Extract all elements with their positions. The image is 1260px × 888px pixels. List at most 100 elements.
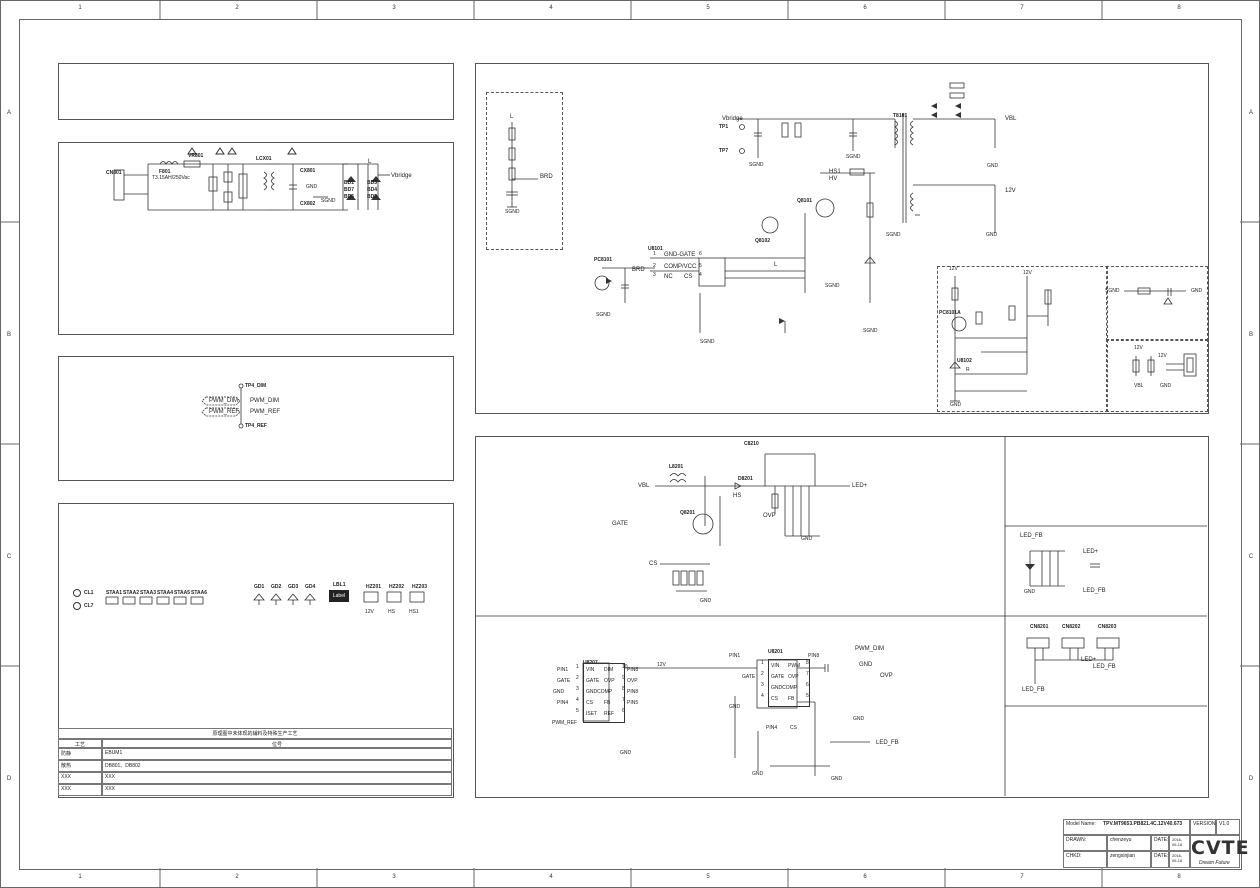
testpoint-ref: TP1 — [719, 124, 729, 130]
net-sgnd: SGND — [825, 283, 840, 289]
regulator-ref: U8102 — [957, 358, 972, 364]
opto-ref: PC8101A — [939, 310, 961, 316]
cap-ref: CX801 — [300, 168, 316, 174]
net-sgnd: SGND — [886, 232, 901, 238]
gnd-pad-ref: GD3 — [288, 584, 299, 590]
mark-ref: CL7 — [84, 603, 94, 609]
ic-pin: VIN — [771, 663, 780, 669]
net-gnd: GND — [831, 776, 843, 782]
net-pin1: PIN1 — [729, 653, 741, 659]
net-12v: 12V — [657, 662, 666, 668]
pad-ref: STAA6 — [191, 590, 208, 596]
net-vbl: VBL — [1005, 116, 1017, 122]
aux-conn-block — [1106, 339, 1208, 412]
ic-pin: OVP — [604, 678, 615, 684]
brd-wires — [506, 122, 538, 208]
ic-pin-num: 6 — [622, 708, 625, 714]
regulator-pin: R — [966, 367, 970, 373]
net-sgnd: SGND — [749, 162, 764, 168]
company-logo: CVTE — [1191, 837, 1250, 859]
tp-label: TP4_REF — [245, 423, 267, 429]
date-value: 2016-06-16 — [1169, 835, 1190, 851]
gnd-pad-ref: GD4 — [305, 584, 316, 590]
fuse-rating: T3.15AH/250Vac — [152, 175, 190, 181]
pad-ref: STAA3 — [140, 590, 157, 596]
ic-pin-num: 8 — [622, 686, 625, 692]
brd-subblock — [486, 92, 563, 250]
ic-pin-num: 10 — [622, 664, 628, 670]
row-letter: D — [1248, 776, 1254, 782]
pad-ref: STAA2 — [123, 590, 140, 596]
ic-pin-num: 3 — [761, 682, 764, 688]
ic-pin-num: 2 — [653, 263, 656, 269]
heatsink-ref: HZ203 — [412, 584, 428, 590]
pad-ref: STAA4 — [157, 590, 174, 596]
net-ext: PIN8 — [627, 667, 639, 673]
input-stage-wires — [113, 147, 390, 211]
process-col-header: 位号 — [102, 739, 452, 748]
ic-pin-num: 3 — [653, 272, 656, 278]
net-cs: CS — [649, 561, 658, 567]
net-ovp: OVP — [880, 673, 893, 679]
net-gate: GATE — [612, 521, 628, 527]
mosfet-ref: Q8201 — [680, 510, 696, 516]
pad-ref: STAA1 — [106, 590, 123, 596]
net-pin4: PIN4 — [766, 725, 778, 731]
net-gnd: GND — [729, 704, 741, 710]
pwm-wires — [201, 383, 244, 429]
flyback-block — [475, 63, 1209, 414]
process-cell: XXX — [58, 772, 102, 784]
empty-block — [58, 63, 454, 120]
cap-ref: C8210 — [744, 441, 759, 447]
ic-left-body — [583, 663, 625, 723]
ic-pin-num: 4 — [761, 693, 764, 699]
version-value: V1.0 — [1216, 819, 1240, 835]
bridge-diode: BD4 — [367, 187, 378, 193]
col-number: 1 — [78, 874, 82, 880]
net-led-fb: LED_FB — [876, 740, 899, 746]
col-number: 8 — [1177, 5, 1181, 11]
mech-block — [58, 503, 454, 798]
col-number: 3 — [392, 874, 396, 880]
ic-pin-num: 5 — [576, 708, 579, 714]
ic-pin-num: 2 — [761, 671, 764, 677]
ic-pin: GATE — [586, 678, 600, 684]
bridge-diode: BD1 — [344, 180, 355, 186]
logo-cell — [1190, 835, 1240, 868]
ic-pin: NC — [664, 274, 673, 280]
net-gnd: GND — [1160, 383, 1172, 389]
net-l: L — [774, 262, 778, 268]
col-number: 4 — [549, 874, 553, 880]
net-vbl: VBL — [638, 483, 650, 489]
net-led-fb: LED_FB — [1022, 687, 1045, 693]
row-letter: D — [6, 776, 12, 782]
gnd-pad-ref: GD2 — [271, 584, 282, 590]
label-ref: LBL1 — [333, 582, 346, 588]
col-number: 2 — [235, 5, 239, 11]
chkd-label: CHKD: — [1063, 851, 1107, 868]
net-gnd: GND — [752, 771, 764, 777]
col-number: 2 — [235, 874, 239, 880]
ic-pin: GNDCOMP — [586, 689, 613, 695]
transistor-ref: Q8102 — [755, 238, 771, 244]
ic-pin: COMP/VCC — [664, 264, 697, 270]
net-ext: PIN5 — [627, 700, 639, 706]
pwm-net-label: PWM_REF — [250, 409, 280, 415]
col-number: 7 — [1020, 5, 1024, 11]
net-ext: GATE — [557, 678, 571, 684]
mech-pads — [105, 591, 425, 605]
mark-icon — [73, 602, 81, 610]
col-number: 3 — [392, 5, 396, 11]
net-led-fb: LED_FB — [1020, 533, 1043, 539]
net-gnd: GND — [986, 232, 998, 238]
col-number: 6 — [863, 874, 867, 880]
net-gnd: GND — [950, 402, 962, 408]
mark-icon — [73, 589, 81, 597]
cap-ref: CX802 — [300, 201, 316, 207]
testpoint-ref: TP7 — [719, 148, 729, 154]
ic-pin: ISET — [586, 711, 598, 717]
pad-ref: STAA5 — [174, 590, 191, 596]
gnd-pad-ref: GD1 — [254, 584, 265, 590]
net-gnd: GND — [987, 163, 999, 169]
net-led-plus: LED+ — [1081, 657, 1097, 663]
